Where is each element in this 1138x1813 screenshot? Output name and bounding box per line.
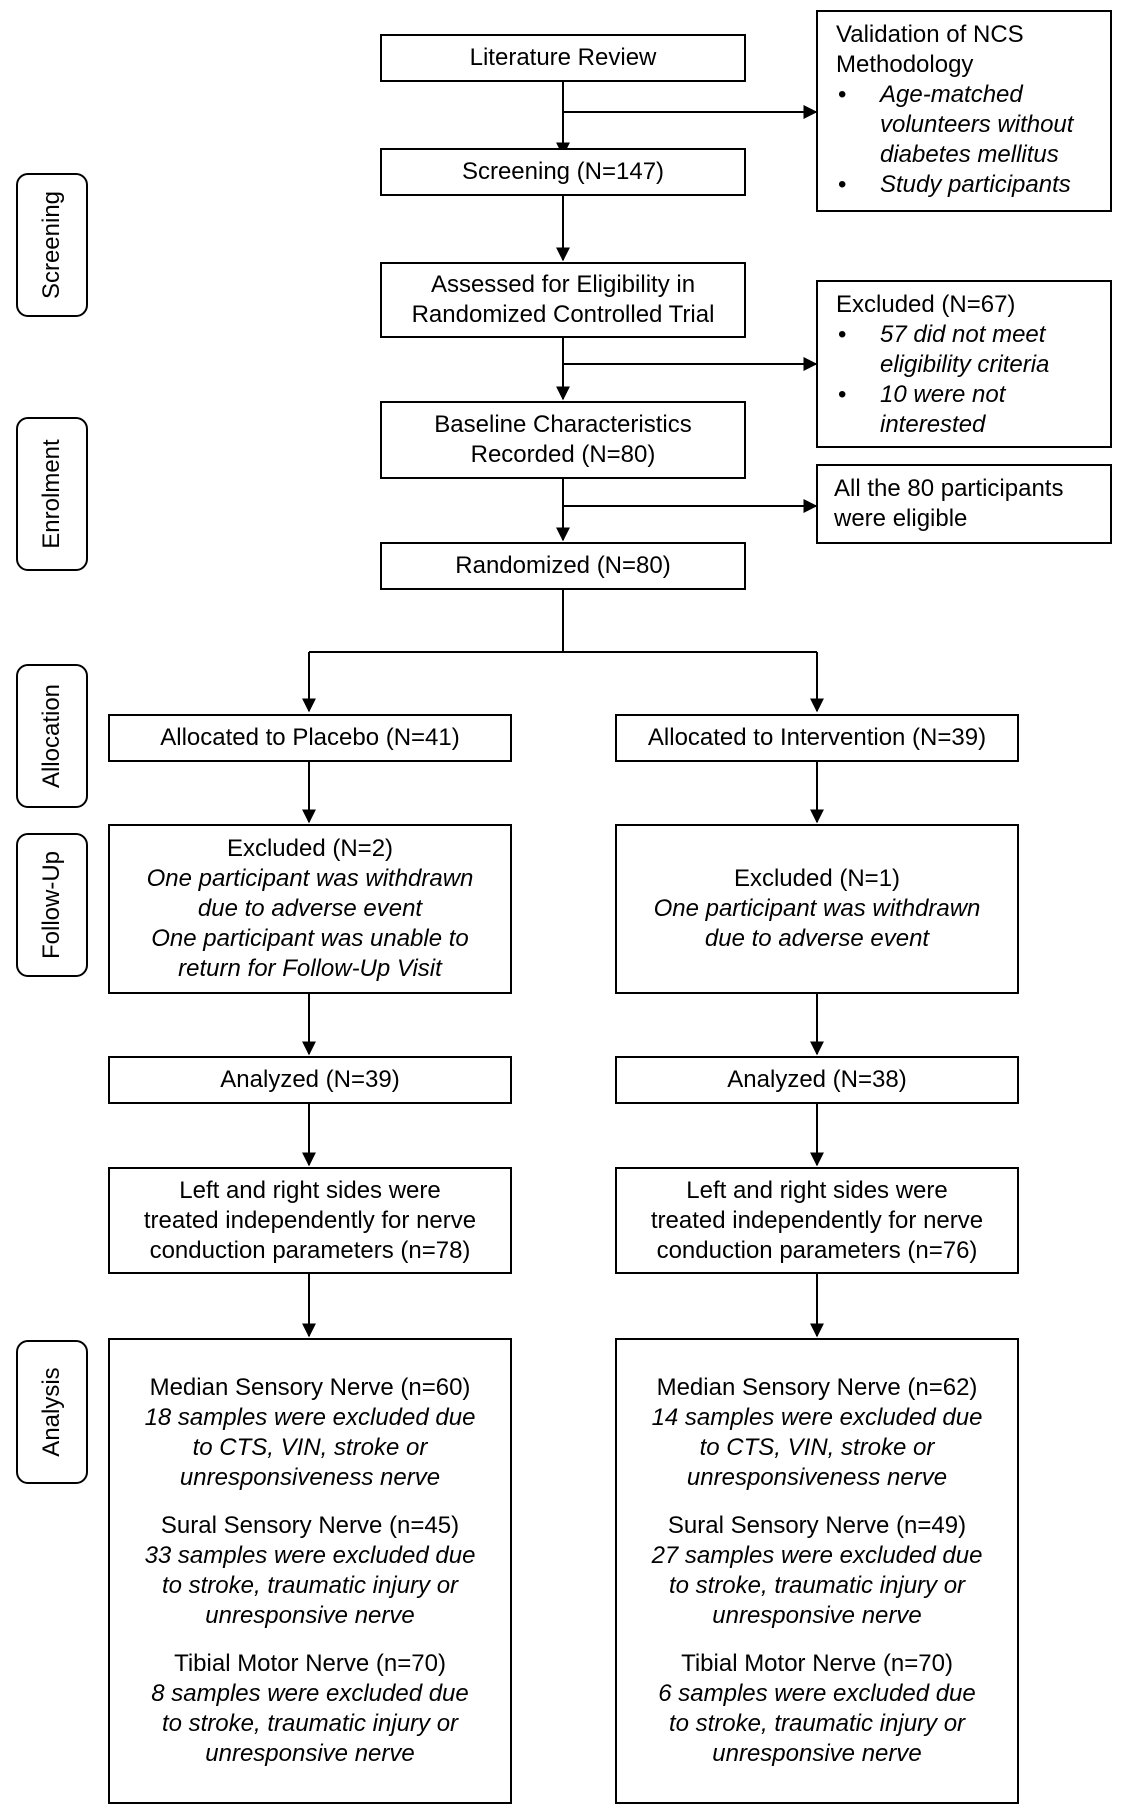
placebo-nerve-analysis-box: Median Sensory Nerve (n=60) 18 samples w…	[108, 1338, 512, 1804]
nerve-section: Sural Sensory Nerve (n=45) 33 samples we…	[144, 1512, 476, 1629]
intervention-nerve-analysis-box: Median Sensory Nerve (n=62) 14 samples w…	[615, 1338, 1019, 1804]
phase-label-follow-up: Follow-Up	[16, 833, 88, 977]
placebo-allocated-box: Allocated to Placebo (N=41)	[108, 714, 512, 762]
intervention-allocated-box: Allocated to Intervention (N=39)	[615, 714, 1019, 762]
validation-item: Age-matched volunteers without diabetes …	[836, 80, 1073, 170]
phase-label-screening: Screening	[16, 173, 88, 317]
phase-label-analysis: Analysis	[16, 1340, 88, 1484]
randomized-box: Randomized (N=80)	[380, 542, 746, 590]
phase-label-enrolment: Enrolment	[16, 417, 88, 571]
screening-box: Screening (N=147)	[380, 148, 746, 196]
nerve-section: Tibial Motor Nerve (n=70) 6 samples were…	[658, 1650, 976, 1767]
placebo-analyzed-box: Analyzed (N=39)	[108, 1056, 512, 1104]
excluded-67-box: Excluded (N=67) 57 did not meet eligibil…	[816, 280, 1112, 448]
literature-review-box: Literature Review	[380, 34, 746, 82]
all-eligible-box: All the 80 participants were eligible	[816, 464, 1112, 544]
eligibility-box: Assessed for Eligibility in Randomized C…	[380, 262, 746, 338]
phase-label-allocation: Allocation	[16, 664, 88, 808]
placebo-excluded-box: Excluded (N=2) One participant was withd…	[108, 824, 512, 994]
excluded-reason: 57 did not meet eligibility criteria	[836, 320, 1049, 380]
intervention-excluded-box: Excluded (N=1) One participant was withd…	[615, 824, 1019, 994]
nerve-section: Sural Sensory Nerve (n=49) 27 samples we…	[651, 1512, 983, 1629]
nerve-section: Tibial Motor Nerve (n=70) 8 samples were…	[151, 1650, 469, 1767]
validation-box: Validation of NCS Methodology Age-matche…	[816, 10, 1112, 212]
placebo-sides-box: Left and right sides were treated indepe…	[108, 1167, 512, 1274]
intervention-analyzed-box: Analyzed (N=38)	[615, 1056, 1019, 1104]
nerve-section: Median Sensory Nerve (n=62) 14 samples w…	[651, 1374, 983, 1491]
excluded-reason: 10 were not interested	[836, 380, 1049, 440]
baseline-box: Baseline Characteristics Recorded (N=80)	[380, 401, 746, 479]
validation-item: Study participants	[836, 170, 1073, 200]
nerve-section: Median Sensory Nerve (n=60) 18 samples w…	[144, 1374, 476, 1491]
intervention-sides-box: Left and right sides were treated indepe…	[615, 1167, 1019, 1274]
